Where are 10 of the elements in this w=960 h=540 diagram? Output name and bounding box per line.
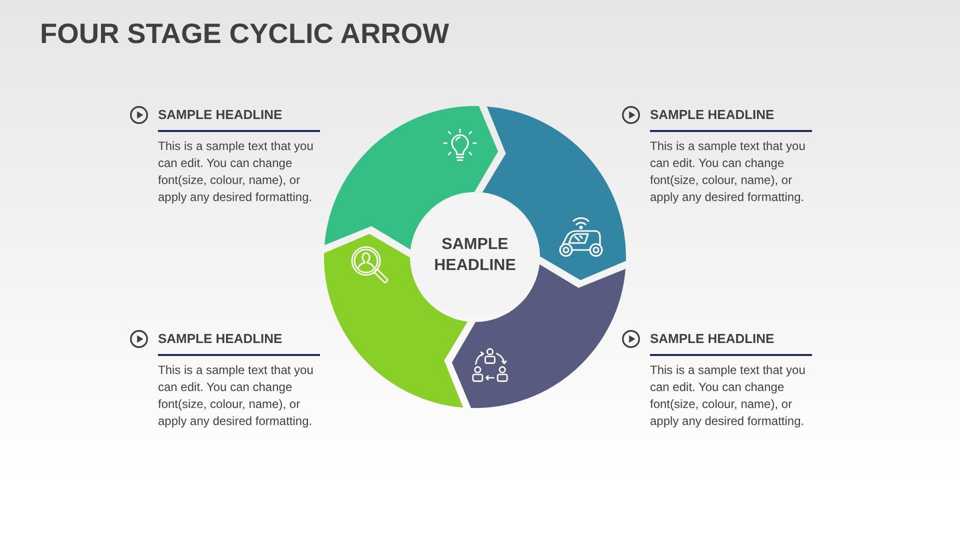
callout-headline: SAMPLE HEADLINE [650,107,774,123]
callout-text: This is a sample text that you can edit. You can change font(size, colour, name), or apply any desired formatting. [650,362,806,430]
callout-headline: SAMPLE HEADLINE [158,331,282,347]
callout-text: This is a sample text that you can edit. You can change font(size, colour, name), or apply any desired formatting. [158,138,314,206]
callout-text: This is a sample text that you can edit. You can change font(size, colour, name), or apply any desired formatting. [158,362,314,430]
callout-headline: SAMPLE HEADLINE [158,107,282,123]
callout-text: This is a sample text that you can edit. You can change font(size, colour, name), or apply any desired formatting. [650,138,806,206]
callout-headline: SAMPLE HEADLINE [650,331,774,347]
center-headline: SAMPLE HEADLINE [434,235,516,276]
slide-title: FOUR STAGE CYCLIC ARROW [40,17,450,51]
